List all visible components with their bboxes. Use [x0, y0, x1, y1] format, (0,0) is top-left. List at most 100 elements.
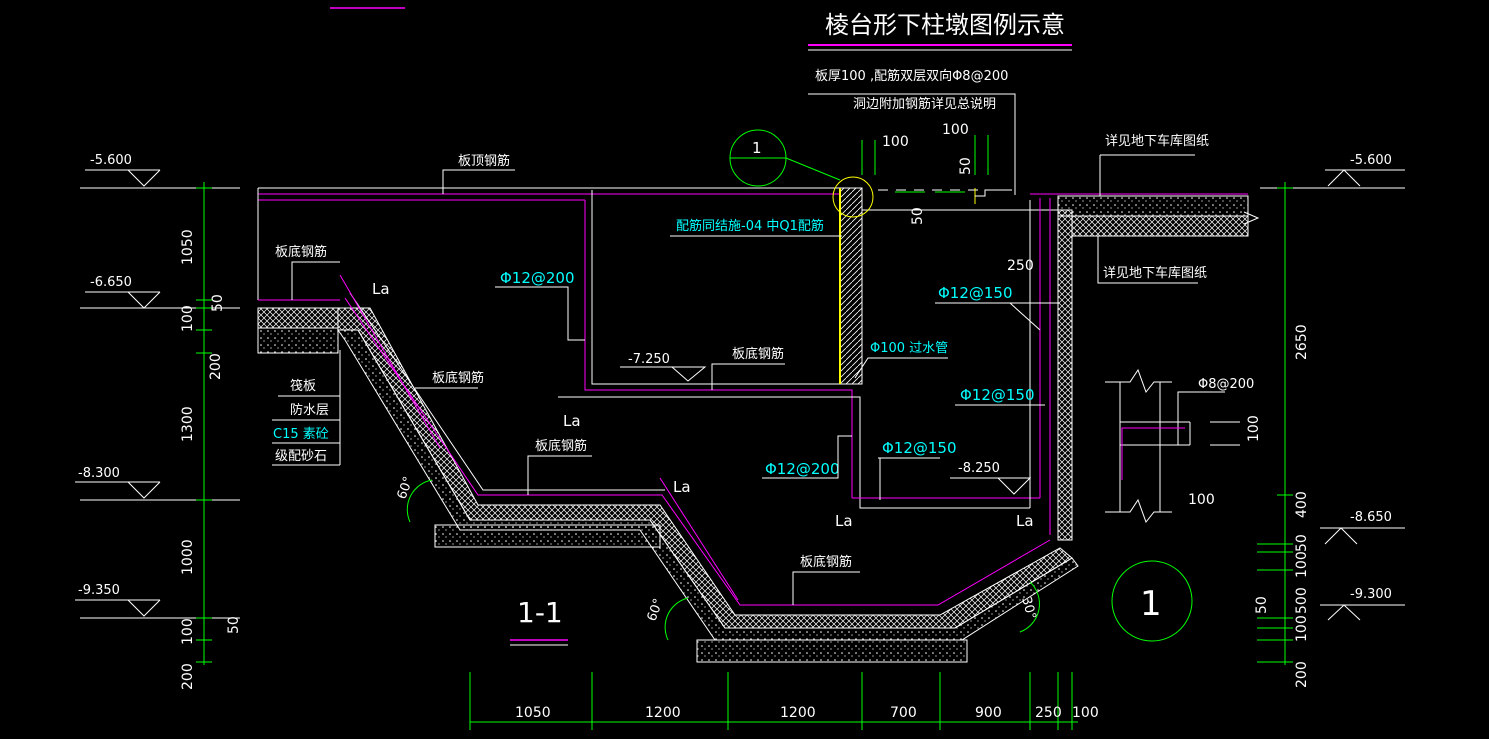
detail-marker-right: 1 [1140, 584, 1162, 624]
angle-2: 60° [645, 597, 667, 624]
note-bottom-rebar-deep: 板底钢筋 [800, 554, 852, 570]
dim-50b: 50 [910, 207, 926, 225]
svg-text:50: 50 [1294, 534, 1310, 552]
svg-text:1000: 1000 [180, 539, 196, 575]
note-wall-rebar: 配筋同结施-04 中Q1配筋 [676, 218, 824, 234]
left-raft-wp [257, 307, 339, 329]
svg-text:50: 50 [226, 616, 242, 634]
svg-text:1300: 1300 [180, 406, 196, 442]
svg-text:200: 200 [208, 353, 224, 380]
level-l5: -7.250 [628, 352, 670, 367]
detail-callout-circle [832, 176, 874, 218]
svg-text:50: 50 [1254, 596, 1270, 614]
leader-drain [854, 357, 948, 379]
detail-sketch [1105, 368, 1240, 524]
right-dim-ticks [1257, 187, 1293, 663]
svg-text:1200: 1200 [780, 705, 816, 721]
note-slab-1: 板厚100 ,配筋双层双向Φ8@200 [815, 68, 1008, 84]
layer-waterproof: 防水层 [290, 402, 329, 418]
slab-step [975, 189, 1012, 197]
svg-text:100: 100 [1294, 551, 1310, 578]
level-l3: -8.300 [78, 466, 120, 481]
note-bottom-rebar-inner: 板底钢筋 [732, 346, 784, 362]
left-raft-c15 [257, 327, 339, 354]
rebar-r1: Φ12@200 [500, 269, 575, 287]
la-2: La [563, 412, 581, 430]
angle-3: 30° [1018, 595, 1038, 621]
detail-rebar-label: Φ8@200 [1198, 377, 1254, 392]
note-bottom-rebar-left: 板底钢筋 [275, 244, 327, 260]
bottom-dim-labels: 1050 1200 1200 700 900 250 100 [515, 705, 1099, 721]
right-wall-hatch [1057, 209, 1073, 541]
pit-outline [349, 292, 665, 491]
right-slab [1057, 195, 1249, 217]
pit-sand-lower [696, 639, 968, 663]
pit-slope-rebar [659, 477, 739, 601]
section-label: 1-1 [517, 596, 563, 629]
left-dim-labels: 1050 50 100 200 1300 1000 100 50 200 [180, 229, 242, 690]
svg-text:1050: 1050 [515, 705, 551, 721]
right-dim-labels: 2650 400 50 100 500 50 100 200 [1254, 324, 1310, 688]
level-l4: -9.350 [78, 583, 120, 598]
svg-text:100: 100 [1072, 705, 1099, 721]
leader-bottom-left [291, 261, 340, 300]
angle-1: 60° [395, 475, 417, 502]
svg-text:200: 200 [180, 663, 196, 690]
leader-bottom-deep [792, 571, 860, 605]
svg-text:250: 250 [1035, 705, 1062, 721]
la-5: La [1016, 512, 1034, 530]
level-l6: -8.250 [958, 461, 1000, 476]
level-r2: -8.650 [1350, 510, 1392, 525]
dim-50a: 50 [958, 157, 974, 175]
dim-100a: 100 [882, 134, 909, 150]
level-l6-marker [950, 477, 1032, 495]
dim-250: 250 [1007, 258, 1034, 274]
right-slab-wp [1071, 215, 1249, 237]
svg-text:100: 100 [1294, 615, 1310, 642]
inner-rebar [584, 200, 853, 498]
note-bottom-rebar-mid: 板底钢筋 [535, 438, 587, 454]
svg-text:100: 100 [180, 618, 196, 645]
level-r1: -5.600 [1350, 153, 1392, 168]
bottom-dim-ticks [469, 672, 1073, 730]
note-see-garage-1: 详见地下车库图纸 [1105, 133, 1209, 149]
svg-text:2650: 2650 [1294, 324, 1310, 360]
svg-text:50: 50 [210, 294, 226, 312]
pit-slope-rebar-2 [339, 274, 441, 449]
rebar-r4: Φ12@150 [882, 439, 957, 457]
dim-100b: 100 [942, 122, 969, 138]
level-l1: -5.600 [90, 153, 132, 168]
misc-dim-ticks [861, 135, 989, 193]
detail-circle-right [1111, 560, 1193, 642]
note-drain-pipe: Φ100 过水管 [870, 341, 948, 356]
right-break [1243, 211, 1260, 225]
svg-text:400: 400 [1294, 491, 1310, 518]
dim-100c: 100 [1246, 415, 1262, 442]
layer-raft: 筏板 [290, 378, 316, 394]
level-l2: -6.650 [90, 275, 132, 290]
svg-text:900: 900 [975, 705, 1002, 721]
leader-top-rebar [442, 169, 515, 194]
note-slab-leader [808, 93, 1016, 195]
rebar-r3: Φ12@150 [960, 386, 1035, 404]
left-dim-ticks [196, 187, 212, 663]
layer-c15: C15 素砼 [273, 427, 329, 442]
pit-rebar [344, 297, 1051, 606]
angle-arc-3 [1019, 581, 1040, 633]
dim-100d: 100 [1188, 492, 1215, 508]
svg-text:100: 100 [180, 305, 196, 332]
la-3: La [673, 478, 691, 496]
svg-text:500: 500 [1294, 587, 1310, 614]
svg-text:1050: 1050 [180, 229, 196, 265]
layer-legend-lines [272, 350, 341, 466]
angle-arc-2 [664, 597, 689, 641]
detail-leader [785, 157, 841, 181]
la-4: La [835, 512, 853, 530]
rebar-r5: Φ12@200 [765, 460, 840, 478]
level-l5-marker [620, 366, 707, 382]
svg-text:700: 700 [890, 705, 917, 721]
detail-marker-top: 1 [752, 139, 762, 157]
leader-garage-2 [1097, 236, 1198, 284]
leader-r2b [1009, 302, 1041, 331]
